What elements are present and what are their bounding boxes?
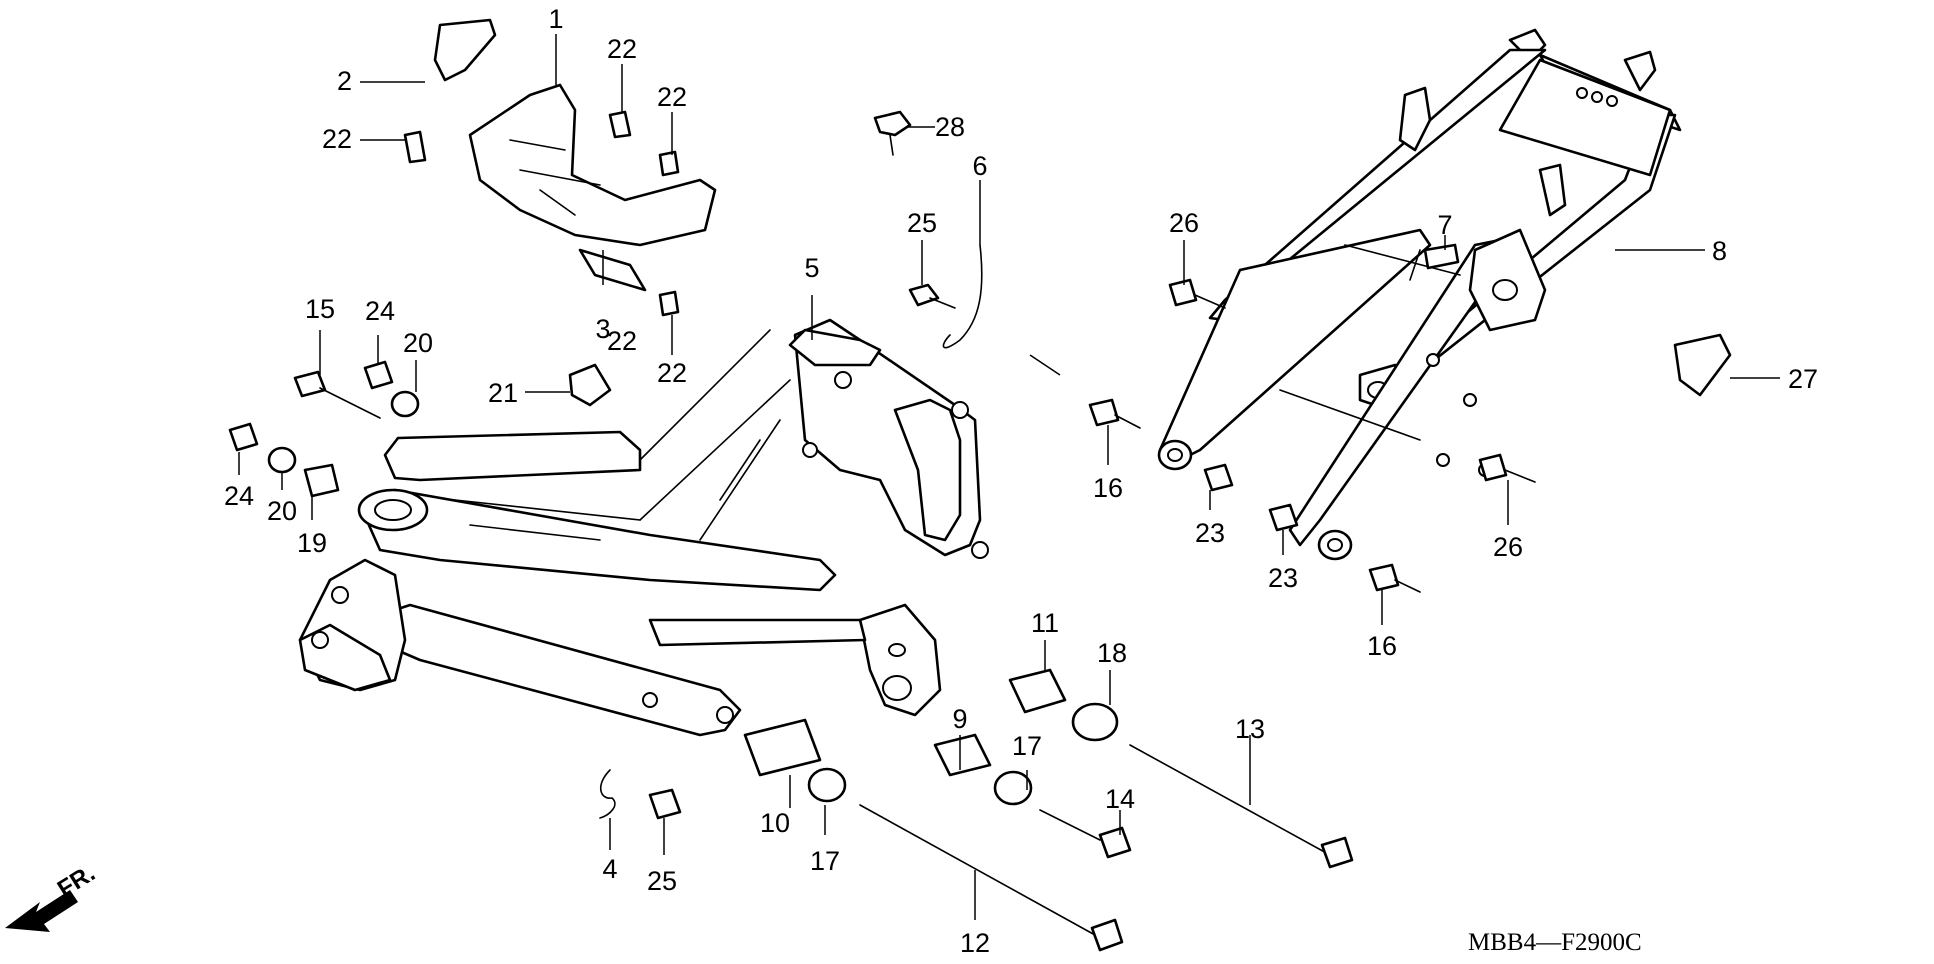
callout-12: 12 [960, 928, 990, 958]
callout-17-a: 17 [1012, 731, 1042, 761]
callout-13: 13 [1235, 714, 1265, 744]
callout-23-b: 23 [1268, 563, 1298, 593]
callout-3: 3 [595, 314, 610, 344]
callout-24-b: 24 [224, 481, 254, 511]
callout-24-a: 24 [365, 296, 395, 326]
callout-22-e: 22 [607, 326, 637, 356]
callout-16-a: 16 [1093, 473, 1123, 503]
callout-9: 9 [952, 704, 967, 734]
callout-25-b: 25 [647, 866, 677, 896]
callout-17-b: 17 [810, 846, 840, 876]
front-direction: FR. [5, 860, 100, 932]
callout-22-b: 22 [657, 82, 687, 112]
callout-8: 8 [1712, 236, 1727, 266]
callout-20-a: 20 [403, 328, 433, 358]
arrow-icon [5, 890, 78, 932]
callout-16-b: 16 [1367, 631, 1397, 661]
callout-22-a: 22 [607, 34, 637, 64]
callout-11: 11 [1031, 608, 1059, 638]
callout-4: 4 [602, 854, 617, 884]
callout-26-a: 26 [1169, 208, 1199, 238]
callout-10: 10 [760, 808, 790, 838]
callout-22-c: 22 [322, 124, 352, 154]
callout-2: 2 [337, 66, 352, 96]
callout-18: 18 [1097, 638, 1127, 668]
small-parts [228, 18, 1732, 952]
callout-21: 21 [488, 378, 518, 408]
seat-rail [1157, 28, 1682, 561]
callout-26-b: 26 [1493, 532, 1523, 562]
callout-23-a: 23 [1195, 518, 1225, 548]
callout-19: 19 [297, 528, 327, 558]
callout-15: 15 [305, 294, 335, 324]
callout-1: 1 [548, 4, 563, 34]
callout-27: 27 [1788, 364, 1818, 394]
callout-22-d: 22 [657, 358, 687, 388]
callout-numbers: 1 2 22 22 22 22 22 28 6 25 3 5 26 7 8 15… [224, 4, 1818, 958]
callout-5: 5 [804, 253, 819, 283]
callout-28: 28 [935, 112, 965, 142]
callout-14: 14 [1105, 784, 1135, 814]
callout-6: 6 [972, 151, 987, 181]
leader-lines [238, 34, 1780, 920]
callout-20-b: 20 [267, 496, 297, 526]
diagram-code: MBB4—F2900C [1468, 929, 1642, 956]
main-frame [298, 318, 989, 737]
callout-7: 7 [1437, 210, 1452, 240]
callout-25-a: 25 [907, 208, 937, 238]
